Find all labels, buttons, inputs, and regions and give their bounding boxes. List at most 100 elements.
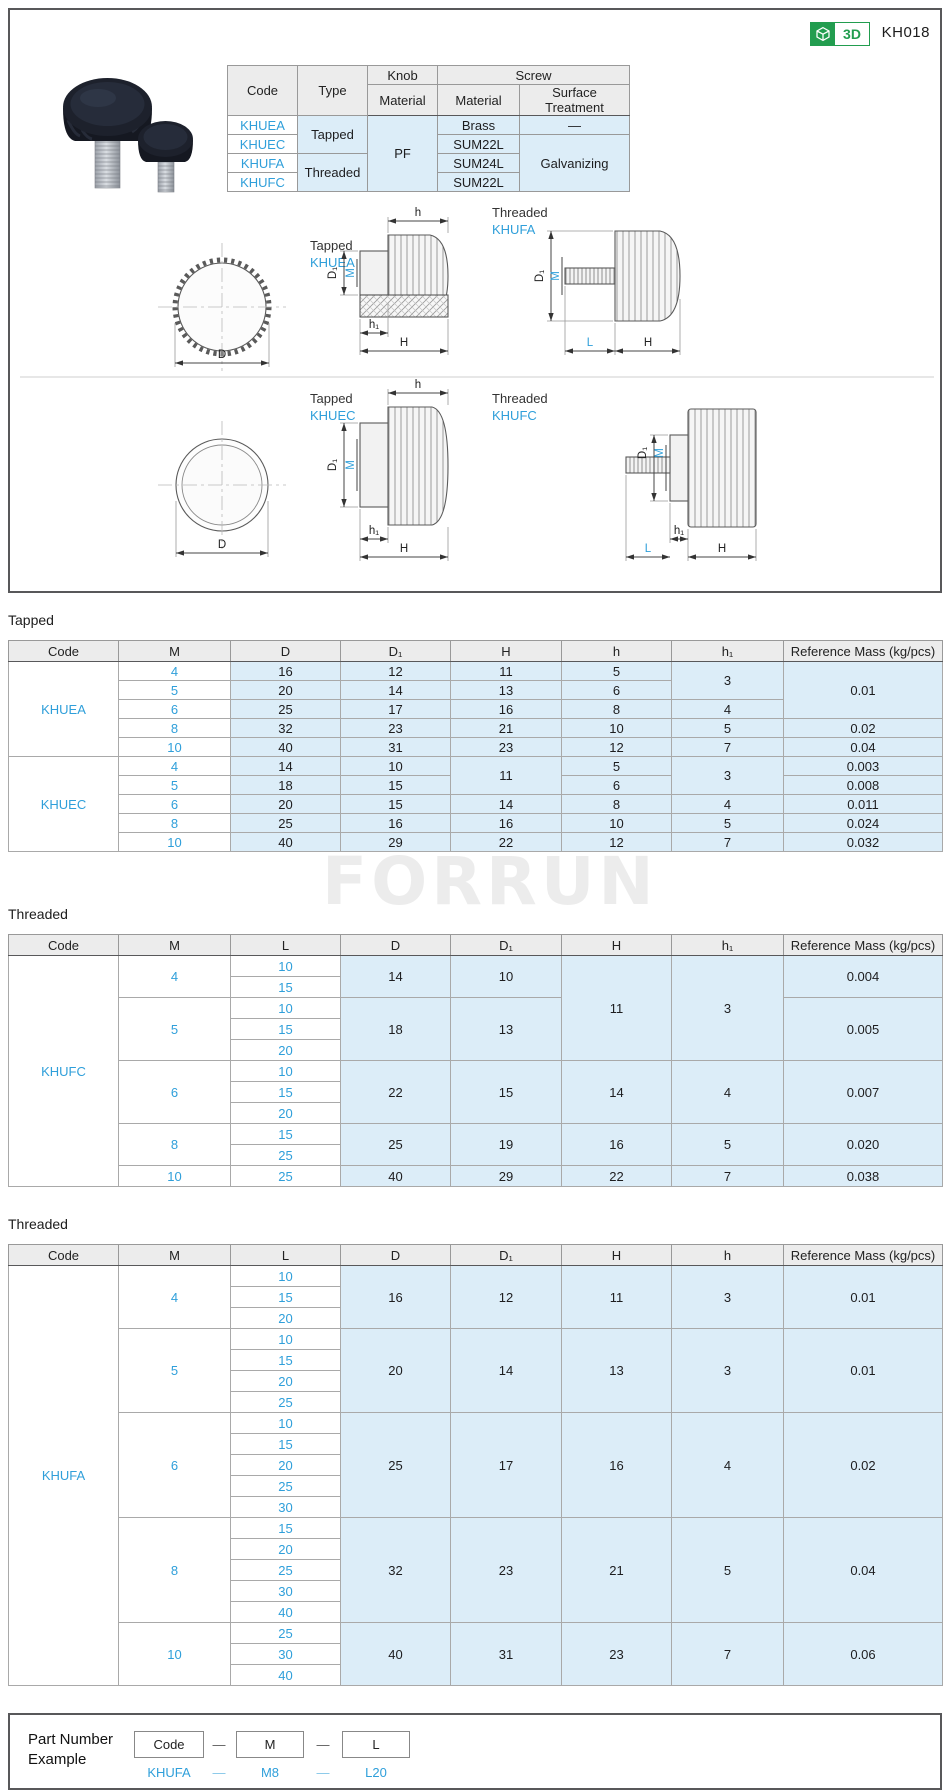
column-header: M <box>118 640 231 662</box>
value-cell: 15 <box>230 1018 341 1040</box>
value-cell: 20 <box>230 1454 341 1476</box>
value-cell: 20 <box>230 1102 341 1124</box>
value-cell: 23 <box>561 1622 672 1686</box>
value-cell: 14 <box>561 1060 672 1124</box>
value-cell: 6 <box>118 699 231 719</box>
value-cell: 25 <box>230 813 341 833</box>
value-cell: 19 <box>450 1123 562 1166</box>
dim-label-d: D <box>218 349 226 361</box>
value-cell: 16 <box>450 699 562 719</box>
value-cell: 0.008 <box>783 775 943 795</box>
value-cell: 13 <box>450 680 562 700</box>
value-cell: 7 <box>671 1165 784 1187</box>
value-cell: 0.038 <box>783 1165 943 1187</box>
pn-box-code: Code <box>134 1731 204 1758</box>
part-number-example-label: Part Number Example <box>28 1730 113 1770</box>
value-cell: 22 <box>450 832 562 852</box>
column-header: Code <box>8 934 119 956</box>
pn-dash: — <box>212 1737 226 1752</box>
value-cell: 10 <box>561 813 672 833</box>
value-cell: 32 <box>230 718 341 738</box>
part-number-label-line1: Part Number <box>28 1731 114 1748</box>
column-header: M <box>118 1244 231 1266</box>
value-cell: 16 <box>340 813 451 833</box>
column-header: h <box>561 640 672 662</box>
value-cell: 0.005 <box>783 997 943 1061</box>
value-cell: 20 <box>230 1307 341 1329</box>
value-cell: 20 <box>230 680 341 700</box>
value-cell: 3 <box>671 661 784 700</box>
value-cell: 4 <box>118 756 231 776</box>
pn-value-dash: — <box>212 1764 226 1780</box>
value-cell: 4 <box>671 1412 784 1518</box>
value-cell: 12 <box>561 737 672 757</box>
spec-header-knob-material: Material <box>367 84 438 116</box>
value-cell: 14 <box>450 1328 562 1413</box>
large-knob <box>63 78 152 189</box>
value-cell: 10 <box>118 1165 231 1187</box>
value-cell: 16 <box>561 1412 672 1518</box>
value-cell: 10 <box>230 1060 341 1082</box>
spec-header-knob: Knob <box>367 65 438 85</box>
value-cell: 7 <box>671 832 784 852</box>
spec-code-khuea: KHUEA <box>227 115 298 135</box>
value-cell: 10 <box>230 955 341 977</box>
value-cell: 17 <box>340 699 451 719</box>
pn-value-l: L20 <box>365 1764 387 1780</box>
column-header: Code <box>8 640 119 662</box>
side-view-khufa: D₁ M L H <box>534 230 681 355</box>
small-knob <box>138 121 193 193</box>
value-cell: 25 <box>230 1559 341 1581</box>
value-cell: 25 <box>230 1391 341 1413</box>
value-cell: 30 <box>230 1580 341 1602</box>
spec-screw-material: SUM22L <box>437 134 520 154</box>
column-header: Code <box>8 1244 119 1266</box>
value-cell: 4 <box>671 699 784 719</box>
spec-header-type: Type <box>297 65 368 116</box>
spec-type-threaded: Threaded <box>297 153 368 192</box>
value-cell: 11 <box>561 1265 672 1329</box>
value-cell: 0.003 <box>783 756 943 776</box>
side-view-khuea: h D₁ M h₁ H <box>327 207 449 355</box>
drawing-code-khufc: KHUFC <box>492 408 537 423</box>
value-cell: 16 <box>340 1265 451 1329</box>
value-cell: 11 <box>450 661 562 681</box>
value-cell: 23 <box>450 1517 562 1623</box>
pn-value-m: M8 <box>260 1764 280 1780</box>
column-header: Reference Mass (kg/pcs) <box>783 934 943 956</box>
value-cell: 29 <box>450 1165 562 1187</box>
product-overview-panel: 3D KH018 <box>8 8 942 593</box>
column-header: h₁ <box>671 640 784 662</box>
value-cell: 14 <box>340 680 451 700</box>
value-cell: 15 <box>230 976 341 998</box>
value-cell: 8 <box>118 1517 231 1623</box>
value-cell: 10 <box>118 737 231 757</box>
column-header: D <box>340 1244 451 1266</box>
spec-code-khufa: KHUFA <box>227 153 298 173</box>
value-cell: 0.011 <box>783 794 943 814</box>
value-cell: 8 <box>118 718 231 738</box>
value-cell: 8 <box>118 813 231 833</box>
technical-drawings: D Tapped KHUEA h D₁ M h₁ H Threaded K <box>20 205 934 561</box>
part-number-example-box: Part Number Example Code — M — L KHUFA —… <box>8 1713 942 1790</box>
value-cell: 13 <box>450 997 562 1061</box>
drawing-type-label: Tapped <box>310 238 353 253</box>
view-3d-badge[interactable]: 3D <box>810 22 870 46</box>
section-label: Threaded <box>8 1216 68 1232</box>
dim-label-h: h <box>415 379 421 391</box>
spec-type-tapped: Tapped <box>297 115 368 154</box>
spec-header-code: Code <box>227 65 298 116</box>
part-number-label-line2: Example <box>28 1751 87 1768</box>
value-cell: 40 <box>340 1165 451 1187</box>
value-cell: 15 <box>340 775 451 795</box>
value-cell: 5 <box>118 775 231 795</box>
value-cell: 0.04 <box>783 1517 943 1623</box>
spec-header-screw: Screw <box>437 65 630 85</box>
spec-screw-material: SUM22L <box>437 172 520 192</box>
pn-box-l: L <box>342 1731 410 1758</box>
column-header: h₁ <box>671 934 784 956</box>
value-cell: 17 <box>450 1412 562 1518</box>
